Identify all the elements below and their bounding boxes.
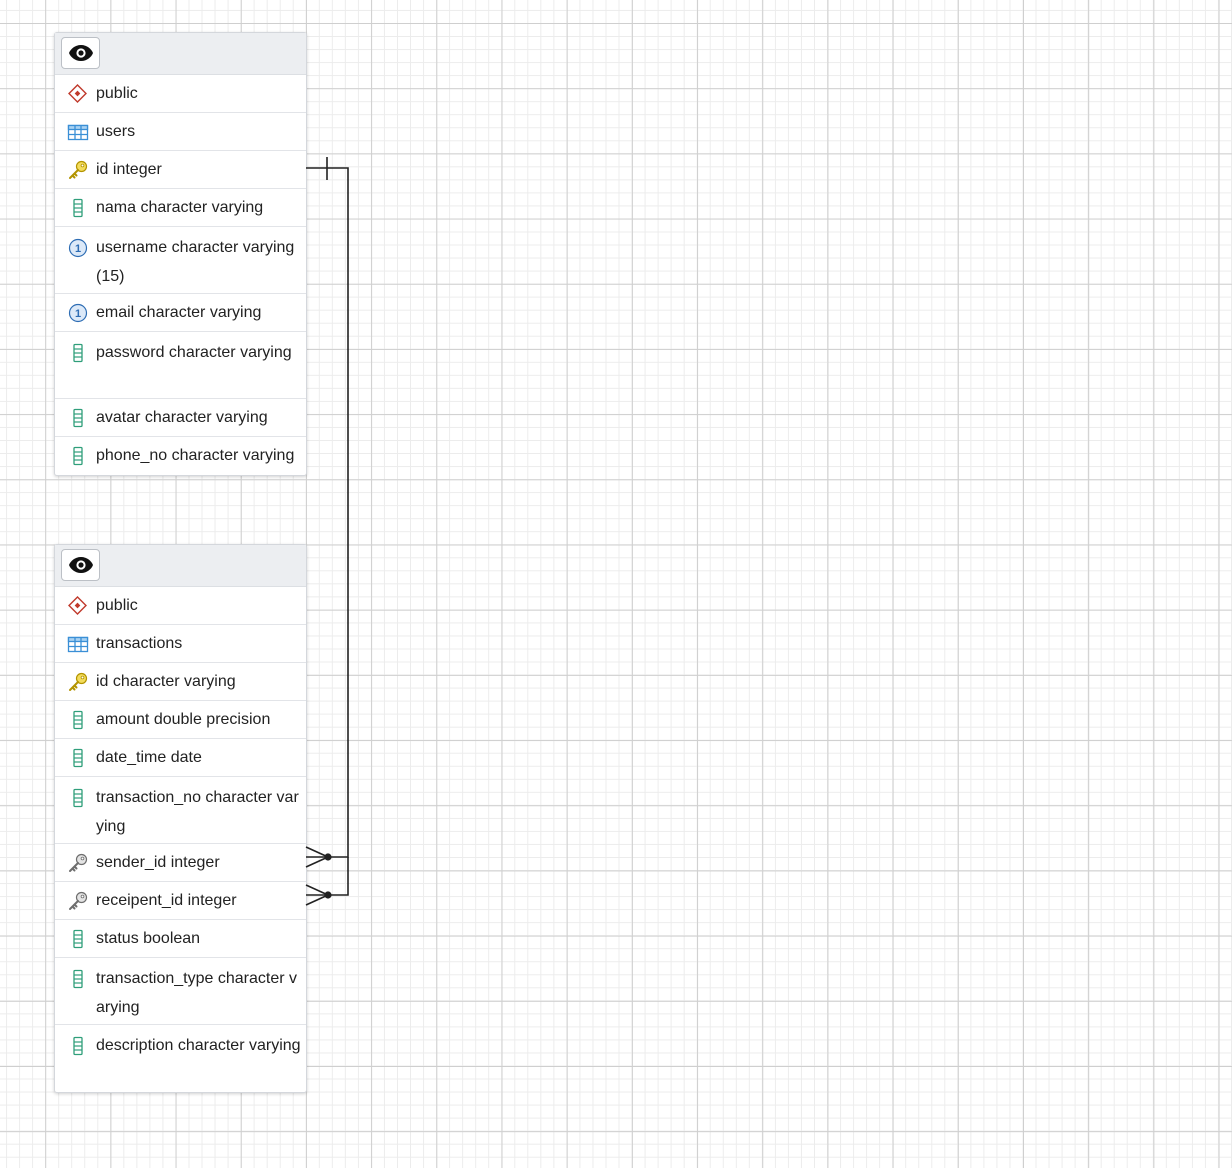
table-header xyxy=(55,545,306,587)
row-label: status boolean xyxy=(96,930,201,947)
unique-icon: 1 xyxy=(67,303,89,323)
row-label: amount double precision xyxy=(96,711,271,728)
column-row-username[interactable]: 1 username character varying(15) xyxy=(55,227,306,294)
row-label: email character varying xyxy=(96,304,262,321)
column-icon xyxy=(67,1036,89,1056)
column-row-phone-no[interactable]: phone_no character varying xyxy=(55,437,306,475)
table-node-transactions[interactable]: public transactions id character varying… xyxy=(54,544,307,1093)
row-label: transaction_type character varying xyxy=(96,970,297,1016)
table-icon xyxy=(67,122,89,142)
column-row-date-time[interactable]: date_time date xyxy=(55,739,306,777)
foreign-key-icon xyxy=(67,853,89,873)
column-icon xyxy=(67,408,89,428)
row-label: public xyxy=(96,85,138,102)
column-row-receipent-id[interactable]: receipent_id integer xyxy=(55,882,306,920)
column-icon xyxy=(67,969,89,989)
row-label: transactions xyxy=(96,635,183,652)
row-label: id integer xyxy=(96,161,162,178)
eye-icon xyxy=(68,45,93,61)
table-node-users[interactable]: public users id integer nama character v… xyxy=(54,32,307,476)
table-header xyxy=(55,33,306,75)
column-icon xyxy=(67,343,89,363)
row-label: password character varying xyxy=(96,344,292,361)
svg-text:1: 1 xyxy=(75,243,81,255)
column-row-transaction-no[interactable]: transaction_no character varying xyxy=(55,777,306,844)
table-name-row[interactable]: transactions xyxy=(55,625,306,663)
column-icon xyxy=(67,748,89,768)
primary-key-icon xyxy=(67,672,89,692)
row-label: phone_no character varying xyxy=(96,447,295,464)
toggle-details-button[interactable] xyxy=(61,549,100,581)
row-label: users xyxy=(96,123,136,140)
row-label: id character varying xyxy=(96,673,236,690)
row-label: nama character varying xyxy=(96,199,264,216)
row-label: sender_id integer xyxy=(96,854,220,871)
schema-icon xyxy=(67,596,89,616)
row-label: date_time date xyxy=(96,749,202,766)
unique-icon: 1 xyxy=(67,238,89,258)
column-row-status[interactable]: status boolean xyxy=(55,920,306,958)
relation-users-id-to-receipent-id[interactable] xyxy=(305,857,349,906)
column-icon xyxy=(67,929,89,949)
schema-row[interactable]: public xyxy=(55,75,306,113)
column-row-amount[interactable]: amount double precision xyxy=(55,701,306,739)
column-icon xyxy=(67,710,89,730)
column-row-password[interactable]: password character varying xyxy=(55,332,306,399)
row-label: public xyxy=(96,597,138,614)
relation-users-id-to-sender-id[interactable] xyxy=(305,157,349,868)
column-row-email[interactable]: 1 email character varying xyxy=(55,294,306,332)
row-label: username character varying(15) xyxy=(96,239,295,285)
row-label: receipent_id integer xyxy=(96,892,237,909)
column-icon xyxy=(67,446,89,466)
column-row-id[interactable]: id integer xyxy=(55,151,306,189)
schema-icon xyxy=(67,84,89,104)
row-label: avatar character varying xyxy=(96,409,268,426)
column-icon xyxy=(67,788,89,808)
column-row-nama[interactable]: nama character varying xyxy=(55,189,306,227)
column-icon xyxy=(67,198,89,218)
primary-key-icon xyxy=(67,160,89,180)
column-row-avatar[interactable]: avatar character varying xyxy=(55,399,306,437)
row-label: description character varying xyxy=(96,1037,301,1054)
row-label: transaction_no character varying xyxy=(96,789,299,835)
eye-icon xyxy=(68,557,93,573)
schema-row[interactable]: public xyxy=(55,587,306,625)
column-row-description[interactable]: description character varying xyxy=(55,1025,306,1092)
column-row-sender-id[interactable]: sender_id integer xyxy=(55,844,306,882)
table-icon xyxy=(67,634,89,654)
table-name-row[interactable]: users xyxy=(55,113,306,151)
foreign-key-icon xyxy=(67,891,89,911)
column-row-id[interactable]: id character varying xyxy=(55,663,306,701)
toggle-details-button[interactable] xyxy=(61,37,100,69)
svg-text:1: 1 xyxy=(75,308,81,320)
column-row-transaction-type[interactable]: transaction_type character varying xyxy=(55,958,306,1025)
